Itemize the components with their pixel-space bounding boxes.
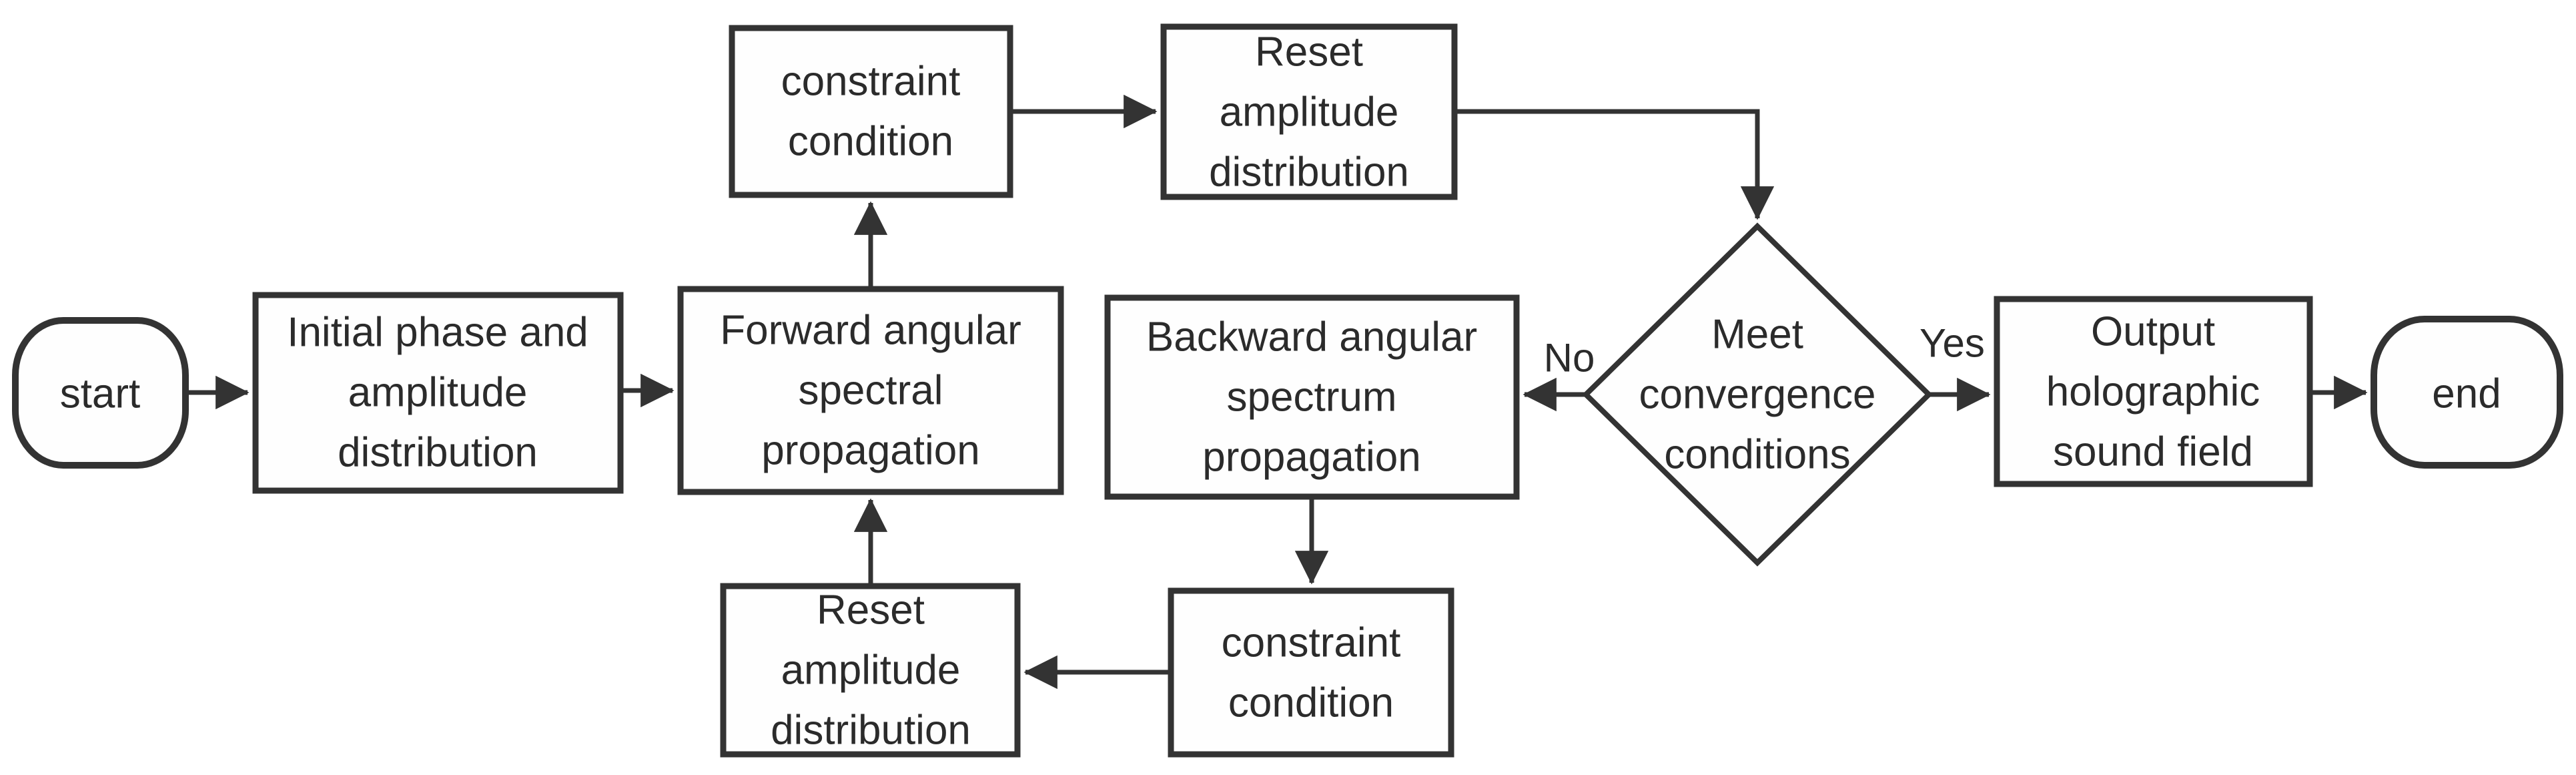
constraint-bottom-line-2: condition — [1228, 680, 1394, 726]
reset-amplitude-bottom-box — [720, 583, 1021, 758]
output-sound-field-box — [1994, 296, 2313, 487]
node-start: start — [12, 317, 189, 469]
start-label: start — [60, 371, 141, 417]
forward-propagation-line-3: propagation — [761, 428, 980, 474]
forward-propagation-line-2: spectral — [798, 368, 943, 414]
constraint-bottom-line-1: constraint — [1222, 620, 1401, 666]
start-terminator-shape — [12, 317, 189, 469]
constraint-top-line-1: constraint — [781, 59, 961, 105]
node-forward-propagation: Forward angular spectral propagation — [677, 286, 1064, 495]
reset-bottom-line-1: Reset — [817, 587, 925, 633]
reset-bottom-line-3: distribution — [771, 708, 971, 754]
initial-phase-line-1: Initial phase and — [287, 310, 588, 356]
reset-top-line-3: distribution — [1209, 150, 1409, 196]
initial-phase-box — [252, 292, 624, 494]
decision-line-1: Meet — [1711, 312, 1803, 358]
decision-line-3: conditions — [1664, 432, 1850, 478]
forward-propagation-line-1: Forward angular — [720, 308, 1021, 354]
decision-diamond-shape — [1582, 222, 1933, 567]
decision-no-label: No — [1544, 336, 1595, 380]
node-decision-convergence: Meet convergence conditions — [1582, 222, 1933, 567]
decision-yes-label: Yes — [1919, 321, 1985, 366]
initial-phase-line-3: distribution — [338, 430, 538, 476]
output-line-2: holographic — [2046, 369, 2260, 415]
node-constraint-condition-bottom: constraint condition — [1168, 587, 1454, 758]
backward-propagation-line-1: Backward angular — [1146, 314, 1477, 360]
backward-propagation-line-3: propagation — [1202, 435, 1421, 481]
edge-reset-top-to-decision — [1454, 109, 1775, 220]
node-reset-amplitude-bottom: Reset amplitude distribution — [720, 583, 1021, 758]
constraint-condition-bottom-box — [1168, 587, 1454, 758]
initial-phase-line-2: amplitude — [348, 370, 528, 416]
node-backward-propagation: Backward angular spectrum propagation — [1104, 294, 1520, 500]
node-constraint-condition-top: constraint condition — [729, 25, 1013, 198]
end-label: end — [2432, 371, 2501, 417]
reset-bottom-line-2: amplitude — [781, 648, 961, 694]
reset-top-line-2: amplitude — [1220, 89, 1399, 136]
node-output-sound-field: Output holographic sound field — [1994, 296, 2313, 487]
reset-top-line-1: Reset — [1255, 29, 1363, 75]
output-line-3: sound field — [2053, 429, 2253, 475]
node-reset-amplitude-top: Reset amplitude distribution — [1160, 23, 1458, 200]
constraint-condition-top-box — [729, 25, 1013, 198]
decision-line-2: convergence — [1639, 372, 1875, 418]
forward-propagation-box — [677, 286, 1064, 495]
constraint-top-line-2: condition — [788, 119, 953, 165]
backward-propagation-line-2: spectrum — [1227, 374, 1397, 421]
reset-amplitude-top-box — [1160, 23, 1458, 200]
node-initial-phase: Initial phase and amplitude distribution — [252, 292, 624, 494]
end-terminator-shape — [2371, 316, 2563, 469]
backward-propagation-box — [1104, 294, 1520, 500]
output-line-1: Output — [2091, 309, 2215, 355]
node-end: end — [2371, 316, 2563, 469]
